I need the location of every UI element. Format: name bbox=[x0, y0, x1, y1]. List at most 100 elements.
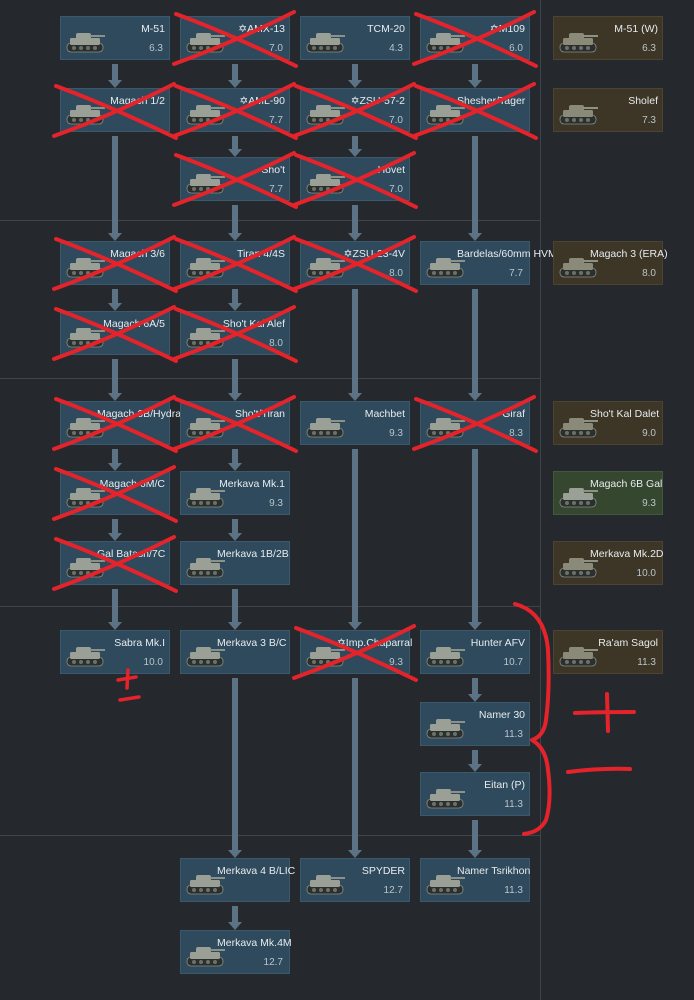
battle-rating: 9.3 bbox=[389, 657, 403, 668]
battle-rating: 7.7 bbox=[509, 268, 523, 279]
vehicle-card-eitan[interactable]: Eitan (P)11.3 bbox=[420, 772, 530, 816]
tank-icon bbox=[186, 875, 225, 895]
vehicle-card-aml90[interactable]: ✡AML-90 7.7 bbox=[180, 88, 290, 132]
tank-icon bbox=[426, 418, 465, 438]
vehicle-card-merkavamk1[interactable]: Merkava Mk.1 9.3 bbox=[180, 471, 290, 515]
vehicle-card-m51w[interactable]: M-51 (W)6.3 bbox=[553, 16, 663, 60]
connector-line bbox=[232, 64, 238, 80]
battle-rating: 7.3 bbox=[642, 115, 656, 126]
connector-line bbox=[232, 519, 238, 533]
connector-arrow bbox=[108, 622, 122, 630]
tank-icon bbox=[426, 33, 465, 53]
tank-icon bbox=[426, 875, 465, 895]
vehicle-name: Merkava Mk.1 bbox=[219, 478, 285, 490]
battle-rating: 9.3 bbox=[642, 498, 656, 509]
rank-divider bbox=[0, 606, 540, 607]
tank-icon bbox=[559, 418, 598, 438]
connector-arrow bbox=[108, 233, 122, 241]
connector-line bbox=[472, 136, 478, 233]
connector-arrow bbox=[348, 80, 362, 88]
connector-line bbox=[232, 906, 238, 922]
tank-icon bbox=[306, 105, 345, 125]
tank-icon bbox=[65, 324, 107, 350]
tank-icon bbox=[306, 418, 345, 438]
connector-arrow bbox=[468, 850, 482, 858]
battle-rating: 11.3 bbox=[637, 657, 656, 668]
connector-arrow bbox=[108, 533, 122, 541]
vehicle-card-chaparral[interactable]: ✡Imp.Chaparral 9.3 bbox=[300, 630, 413, 674]
connector-arrow bbox=[468, 764, 482, 772]
tank-icon bbox=[559, 558, 598, 578]
tank-icon bbox=[305, 871, 347, 897]
tank-icon bbox=[66, 33, 105, 53]
connector-arrow bbox=[348, 622, 362, 630]
vehicle-card-merkava3bc[interactable]: Merkava 3 B/C bbox=[180, 630, 290, 674]
vehicle-name: Hunter AFV bbox=[470, 637, 525, 649]
tank-icon bbox=[306, 875, 345, 895]
rank-divider bbox=[0, 220, 540, 221]
tank-icon bbox=[426, 719, 465, 739]
vehicle-card-shottiran[interactable]: Sho't/Tiran bbox=[180, 401, 290, 445]
vehicle-card-sheshtager[interactable]: Shesher/Tager bbox=[420, 88, 530, 132]
tank-icon bbox=[425, 785, 467, 811]
vehicle-card-tiran44s[interactable]: Tiran 4/4S bbox=[180, 241, 290, 285]
tank-icon bbox=[185, 29, 227, 55]
connector-arrow bbox=[228, 393, 242, 401]
vehicle-card-merkava4b[interactable]: Merkava 4 B/LIC bbox=[180, 858, 296, 902]
battle-rating: 7.0 bbox=[389, 115, 403, 126]
connector-line bbox=[352, 678, 358, 850]
connector-line bbox=[112, 519, 118, 533]
vehicle-name: Merkava 4 B/LIC bbox=[217, 865, 296, 877]
tank-icon bbox=[559, 33, 598, 53]
vehicle-card-merkava1b2b[interactable]: Merkava 1B/2B bbox=[180, 541, 290, 585]
battle-rating: 9.3 bbox=[269, 498, 283, 509]
vehicle-name: M-51 bbox=[141, 23, 165, 35]
vehicle-name: ✡AML-90 bbox=[239, 95, 285, 107]
vehicle-card-magach36[interactable]: Magach 3/6 bbox=[60, 241, 170, 285]
battle-rating: 7.7 bbox=[269, 115, 283, 126]
connector-arrow bbox=[228, 922, 242, 930]
connector-line bbox=[472, 64, 478, 80]
battle-rating: 11.3 bbox=[504, 885, 523, 896]
vehicle-card-magach6a5[interactable]: Magach 6A/5 bbox=[60, 311, 170, 355]
vehicle-card-magach3era[interactable]: Magach 3 (ERA)8.0 bbox=[553, 241, 668, 285]
vehicle-card-magach6mc[interactable]: Magach 6M/C bbox=[60, 471, 170, 515]
connector-arrow bbox=[348, 393, 362, 401]
tank-icon bbox=[425, 29, 467, 55]
vehicle-name: Machbet bbox=[364, 408, 405, 420]
vehicle-name: Tiran 4/4S bbox=[236, 248, 285, 260]
vehicle-name: Eitan (P) bbox=[484, 779, 525, 791]
connector-arrow bbox=[468, 622, 482, 630]
vehicle-name: Giraf bbox=[502, 408, 525, 420]
vehicle-card-magach12[interactable]: Magach 1/2 bbox=[60, 88, 170, 132]
vehicle-name: ✡Imp.Chaparral bbox=[337, 637, 413, 649]
connector-line bbox=[112, 359, 118, 393]
vehicle-card-magachhydra[interactable]: Magach 6B/Hydra bbox=[60, 401, 182, 445]
vehicle-name: Magach 6B/Hydra bbox=[97, 408, 182, 420]
connector-arrow bbox=[228, 533, 242, 541]
vehicle-card-galbatash[interactable]: Gal Batash/7C bbox=[60, 541, 170, 585]
